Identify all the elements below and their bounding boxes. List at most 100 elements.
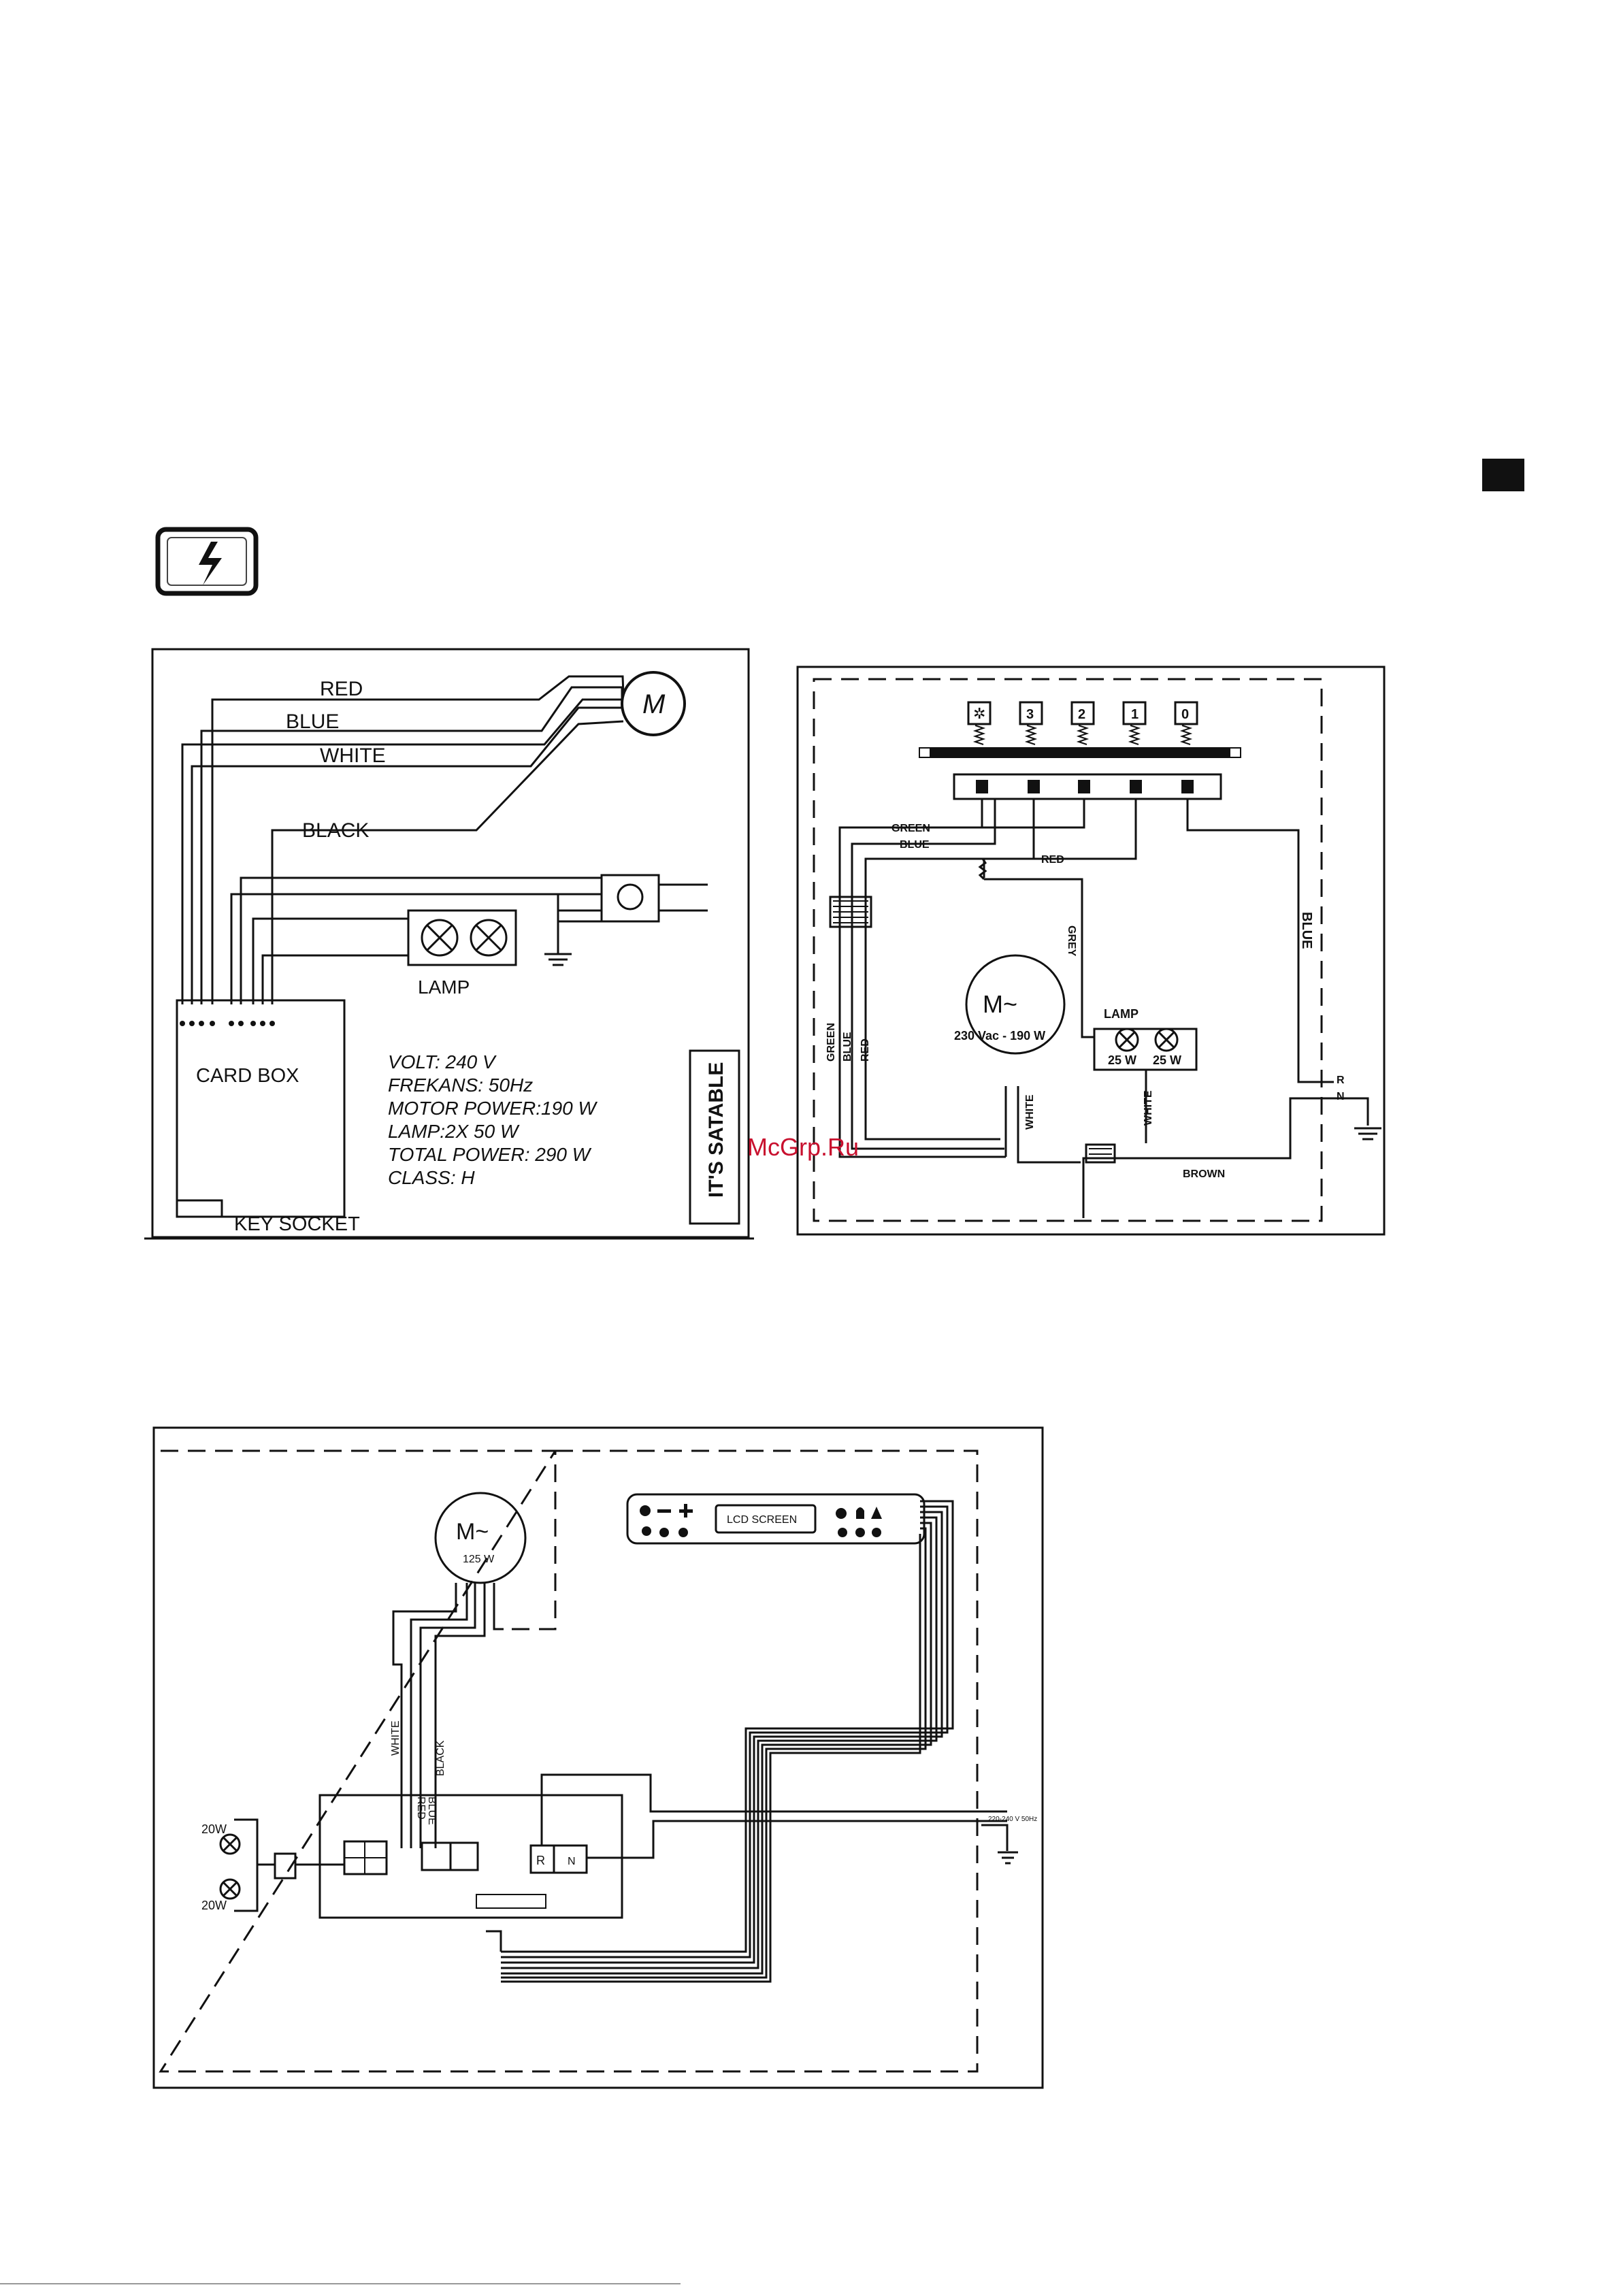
lamp-2-power-1: 25 W: [1108, 1053, 1136, 1067]
key-socket-label: KEY SOCKET: [234, 1213, 360, 1235]
motor-3-symbol: [434, 1492, 527, 1584]
wire-blue-label: BLUE: [286, 710, 339, 733]
fan-speed-icon: [836, 1508, 847, 1519]
diagram-2-dashed-enclosure: [813, 678, 1323, 1222]
fan-icon: ✲: [973, 705, 985, 722]
lamp-assembly: [407, 909, 517, 966]
light-icon: [856, 1507, 864, 1519]
vertical-blue-label: BLUE: [842, 1032, 853, 1062]
supply-wires: [540, 1773, 1009, 1859]
button-3: 3: [1019, 701, 1043, 745]
svg-text:3: 3: [1026, 707, 1034, 722]
svg-text:1: 1: [1131, 707, 1139, 722]
lcd-panel-icons: [640, 1504, 882, 1537]
ground-symbol-2: [1354, 1127, 1381, 1141]
svg-text:0: 0: [1181, 707, 1189, 722]
ribbon-connector: [476, 1894, 546, 1909]
spec-total: TOTAL POWER: 290 W: [388, 1144, 592, 1165]
lamp-3-top-label: 20W: [201, 1822, 227, 1836]
ground-symbol-3: [998, 1851, 1018, 1865]
lamp-label: LAMP: [418, 977, 470, 998]
minus-icon: [657, 1509, 671, 1513]
wire-green-label: GREEN: [891, 823, 930, 834]
button-1: 1: [1122, 701, 1147, 745]
wire-red-label-2: RED: [1041, 854, 1064, 866]
vertical-green-label: GREEN: [825, 1023, 837, 1062]
spec-volt: VOLT: 240 V: [388, 1051, 497, 1072]
terminal-n: N: [1337, 1091, 1345, 1102]
supply-label: 220-240 V 50Hz: [988, 1816, 1037, 1823]
wire-3-blue-label: BLUE: [426, 1797, 438, 1825]
power-icon: [640, 1505, 651, 1516]
lamp-2-bulbs: [1115, 1028, 1179, 1143]
button-bar: [919, 747, 1241, 758]
button-2: 2: [1070, 701, 1095, 745]
button-fan: ✲: [967, 701, 992, 745]
lcd-panel: [626, 1493, 926, 1545]
side-label-box: [689, 1049, 740, 1225]
motor-symbol: [621, 671, 686, 736]
spec-motor: MOTOR POWER:190 W: [388, 1098, 598, 1119]
diagram-3-dashed-enclosure: [159, 1449, 979, 2073]
connector-block-bottom: [1085, 1143, 1116, 1164]
timer-icon: [871, 1507, 882, 1519]
button-0: 0: [1174, 701, 1198, 745]
control-board: [318, 1794, 623, 1919]
control-buttons: ✲ 3 2 1 0: [967, 701, 1198, 745]
wire-3-black-label: BLACK: [435, 1740, 446, 1776]
svg-text:2: 2: [1078, 707, 1085, 722]
specifications: VOLT: 240 V FREKANS: 50Hz MOTOR POWER:19…: [388, 1051, 598, 1188]
page-marker: [1482, 459, 1524, 491]
motor-2-symbol: [965, 954, 1066, 1055]
lightning-warning-icon: [155, 527, 259, 596]
motor-3-rating: 125 W: [463, 1554, 495, 1565]
motor-2-label: M~: [983, 990, 1017, 1018]
diagram-3-electronic-wiring: M~ 125 W LCD SCREEN: [152, 1426, 1044, 2089]
connector-block-left: [829, 896, 872, 928]
lcd-screen-label: LCD SCREEN: [727, 1514, 797, 1526]
wire-white-label-1: WHITE: [1024, 1094, 1036, 1130]
ribbon-cable: [486, 1500, 954, 1983]
wire-grey-label: GREY: [1066, 925, 1077, 957]
wire-3-white-label: WHITE: [390, 1720, 402, 1756]
side-label: IT'S SATABLE: [705, 1062, 727, 1198]
motor-3-label: M~: [456, 1519, 489, 1545]
motor-3-wires: [392, 1583, 504, 1848]
watermark: McGrp.Ru: [747, 1133, 859, 1161]
lamp-2-power-2: 25 W: [1153, 1053, 1181, 1067]
key-socket: [176, 1199, 223, 1218]
terminal-r: R: [1337, 1075, 1345, 1086]
diagram-1-mechanical-wiring: M RED BLUE WHITE BLACK: [144, 648, 754, 1240]
relay-n: [553, 1844, 588, 1874]
diagram-2-frame: [796, 666, 1386, 1236]
lamp-3-bottom-label: 20W: [201, 1899, 227, 1912]
lamp-bulbs: [252, 917, 508, 1004]
spec-class: CLASS: H: [388, 1167, 475, 1188]
wire-3-red-label: RED: [415, 1797, 427, 1820]
lamp-2-label: LAMP: [1104, 1007, 1139, 1021]
vertical-red-label: RED: [859, 1038, 871, 1062]
motor-wires: [181, 675, 625, 1004]
card-box-label: CARD BOX: [196, 1065, 299, 1087]
contact-rail: [953, 773, 1222, 800]
lcd-screen: [715, 1504, 817, 1534]
switch-box: [600, 874, 660, 923]
wire-black-label: BLACK: [302, 819, 369, 842]
diagram-1-frame: [151, 648, 750, 1239]
wire-white-label-2: WHITE: [1143, 1090, 1154, 1126]
spec-lamp: LAMP:2X 50 W: [388, 1121, 520, 1142]
wire-brown-label: BROWN: [1183, 1168, 1225, 1180]
lamp-3-assembly: [219, 1818, 344, 1912]
card-box: [176, 999, 346, 1218]
diagram-3-frame: [152, 1426, 1044, 2089]
relay-n-label: N: [568, 1856, 576, 1867]
wire-white-label: WHITE: [320, 744, 386, 767]
wire-blue-right-label: BLUE: [1299, 912, 1314, 949]
spec-frekans: FREKANS: 50Hz: [388, 1075, 533, 1096]
motor-label: M: [642, 689, 666, 719]
diagram-2-wires: [838, 799, 1369, 1218]
wire-blue-label-2: BLUE: [900, 839, 930, 851]
relay-r-label: R: [536, 1854, 545, 1867]
